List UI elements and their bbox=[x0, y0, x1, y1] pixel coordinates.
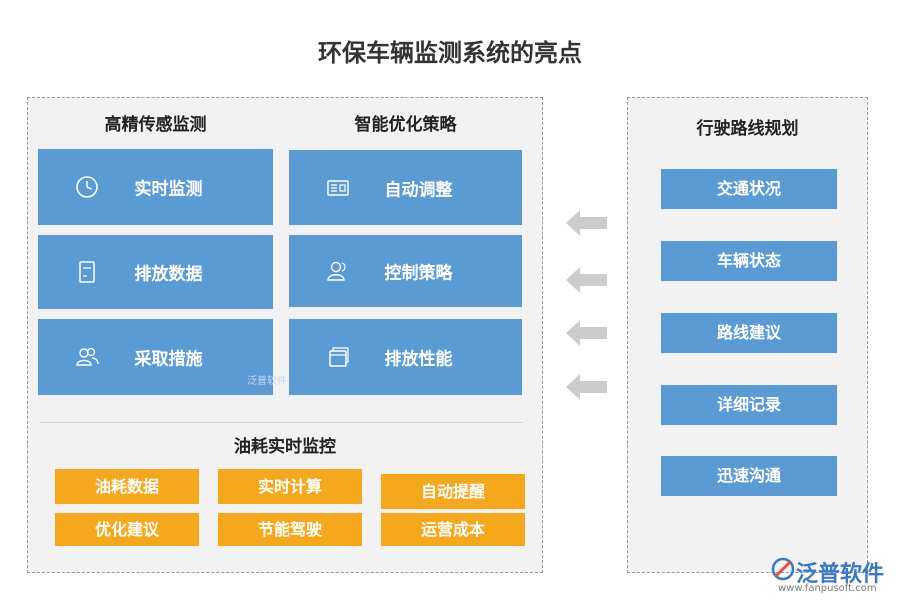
card-label: 控制策略 bbox=[384, 263, 453, 284]
user-icon bbox=[327, 261, 346, 281]
brand-logo-text: 泛普软件 bbox=[796, 562, 885, 587]
fuel-item-fuel-data[interactable]: 油耗数据 bbox=[55, 469, 199, 504]
arrow-left-icon bbox=[566, 267, 607, 293]
route-item-traffic[interactable]: 交通状况 bbox=[661, 169, 837, 209]
card-auto-adjust[interactable]: 自动调整 bbox=[289, 150, 522, 225]
route-item-vehicle-status[interactable]: 车辆状态 bbox=[661, 241, 837, 281]
section-heading-sensor: 高精传感监测 bbox=[104, 115, 207, 135]
route-item-route-advice[interactable]: 路线建议 bbox=[661, 313, 837, 353]
card-label: 采取措施 bbox=[134, 349, 203, 370]
document-icon bbox=[79, 261, 95, 283]
section-heading-fuel: 油耗实时监控 bbox=[234, 437, 336, 457]
fuel-item-operating-cost[interactable]: 运营成本 bbox=[381, 513, 525, 546]
arrow-left-icon bbox=[566, 320, 607, 346]
card-emission-performance[interactable]: 排放性能 bbox=[289, 319, 522, 395]
users-icon bbox=[76, 347, 99, 366]
card-emission-data[interactable]: 排放数据 bbox=[38, 235, 273, 309]
card-realtime-monitoring[interactable]: 实时监测 bbox=[38, 149, 273, 225]
card-label: 排放数据 bbox=[134, 264, 203, 285]
card-control-strategy[interactable]: 控制策略 bbox=[289, 235, 522, 307]
card-label: 自动调整 bbox=[384, 180, 453, 200]
route-item-quick-communication[interactable]: 迅速沟通 bbox=[661, 456, 837, 496]
clock-icon bbox=[76, 176, 98, 198]
arrow-left-icon bbox=[566, 374, 607, 400]
card-label: 实时监测 bbox=[134, 179, 203, 200]
id-card-icon bbox=[327, 179, 349, 196]
fuel-item-realtime-calc[interactable]: 实时计算 bbox=[218, 469, 362, 504]
section-heading-route: 行驶路线规划 bbox=[696, 119, 799, 139]
page-title: 环保车辆监测系统的亮点 bbox=[318, 39, 582, 67]
route-item-detailed-records[interactable]: 详细记录 bbox=[661, 385, 837, 425]
card-label: 排放性能 bbox=[384, 349, 453, 370]
fuel-item-optimize-advice[interactable]: 优化建议 bbox=[55, 513, 199, 546]
watermark-center: 泛普软件 bbox=[247, 376, 287, 387]
divider bbox=[40, 422, 523, 423]
card-take-measures[interactable]: 采取措施 bbox=[38, 319, 273, 395]
section-heading-strategy: 智能优化策略 bbox=[354, 115, 457, 135]
fuel-item-auto-remind[interactable]: 自动提醒 bbox=[381, 474, 525, 509]
fuel-item-eco-driving[interactable]: 节能驾驶 bbox=[218, 513, 362, 546]
brand-url: www.fanpusoft.com bbox=[778, 583, 877, 594]
arrow-left-icon bbox=[566, 210, 607, 236]
windows-icon bbox=[329, 347, 349, 367]
brand-logo-icon bbox=[771, 557, 795, 581]
